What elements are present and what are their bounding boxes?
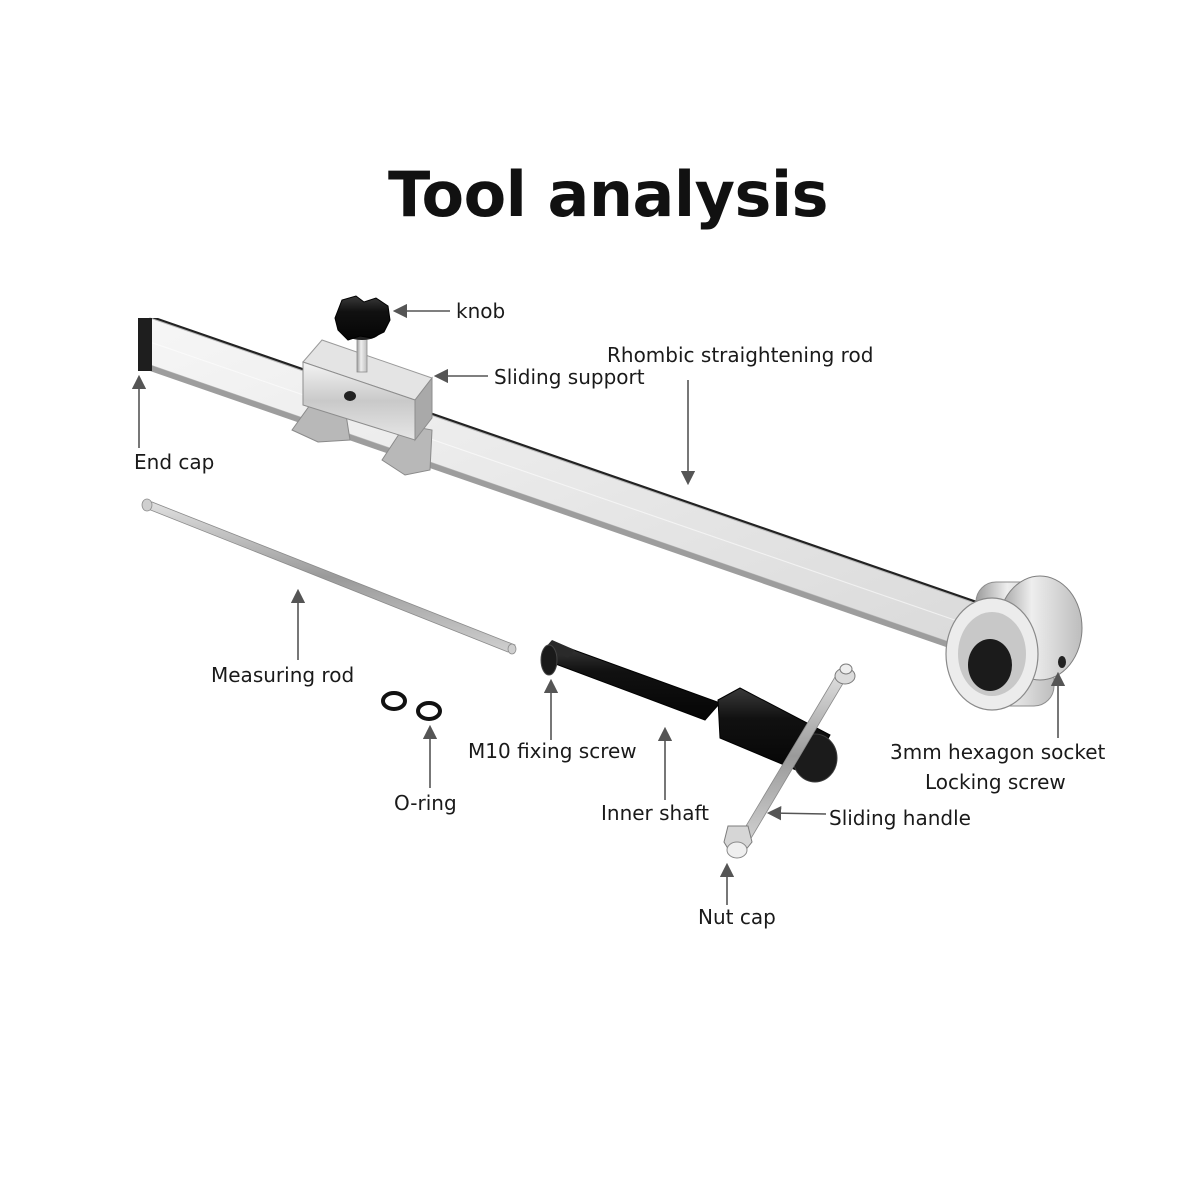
measuring-rod (141, 498, 517, 655)
inner-shaft (540, 640, 838, 783)
label-end-cap: End cap (134, 450, 215, 474)
sliding-support (291, 339, 433, 476)
label-nut-cap: Nut cap (698, 905, 776, 929)
nut-cap (723, 825, 753, 859)
knob (334, 295, 391, 373)
label-sliding-handle: Sliding handle (829, 806, 971, 830)
label-knob: knob (456, 299, 506, 323)
label-hex-socket-line1: 3mm hexagon socket (890, 740, 1106, 764)
o-rings (381, 691, 442, 721)
label-o-ring: O-ring (394, 791, 457, 815)
label-measuring-rod: Measuring rod (211, 663, 355, 687)
end-cap (138, 318, 152, 371)
label-sliding-support: Sliding support (494, 365, 645, 389)
page-title: Tool analysis (387, 158, 829, 231)
label-hex-socket-line2: Locking screw (925, 770, 1066, 794)
socket-head (945, 575, 1083, 711)
label-m10-fixing-screw: M10 fixing screw (468, 739, 637, 763)
label-inner-shaft: Inner shaft (601, 801, 710, 825)
label-rhombic-rod: Rhombic straightening rod (607, 343, 874, 367)
callout-lines (131, 303, 1066, 905)
